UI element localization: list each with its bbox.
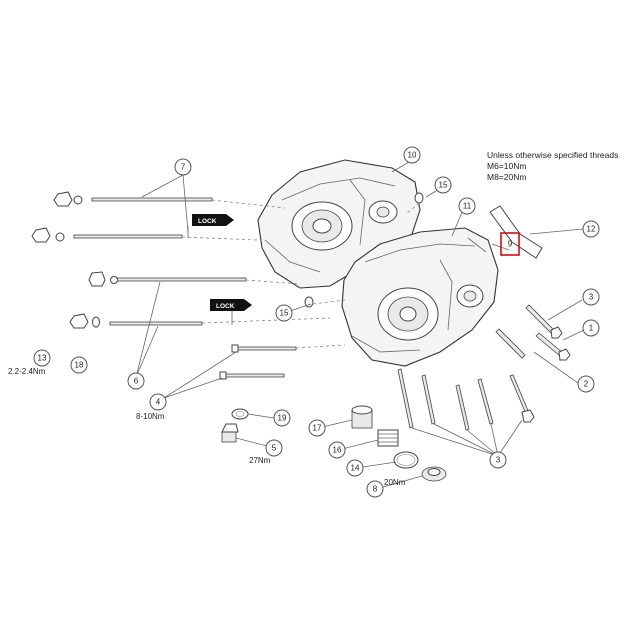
breather-hose-12 [489,205,543,259]
callout-19: 19 [273,409,291,427]
svg-text:15: 15 [280,309,289,318]
svg-text:16: 16 [333,446,342,455]
torque-note-line-2: M6=10Nm [487,161,527,171]
svg-text:3: 3 [496,456,501,465]
dowel-15-upper [405,192,424,215]
svg-text:5: 5 [272,444,277,453]
svg-text:8: 8 [373,485,378,494]
svg-text:13: 13 [38,354,47,363]
hose-clip-9 [467,237,487,253]
callout-2: 2 [577,375,595,393]
torque-label-8: 20Nm [384,478,406,487]
bolt-6-upper [88,271,301,287]
torque-note-line-3: M8=20Nm [487,172,527,182]
svg-text:2: 2 [584,380,589,389]
torque-note-line-1: Unless otherwise specified threads [487,150,619,160]
svg-text:10: 10 [408,151,417,160]
callout-9: 9 [500,232,520,256]
callout-14: 14 [346,459,364,477]
lock-tag-lower: LOCK [210,299,252,325]
washer-18 [92,316,100,328]
callout-5: 5 [265,439,283,457]
right-crankcase-half [341,227,499,367]
callout-9-label: 9 [508,240,513,249]
spring-16 [377,429,399,447]
svg-text:15: 15 [439,181,448,190]
lock-label-lower: LOCK [216,303,235,310]
callout-3-upper: 3 [582,288,600,306]
callout-6: 6 [127,372,145,390]
torque-label-13: 2.2-2.4Nm [8,367,46,376]
callout-3-lower: 3 [489,451,507,469]
plug-bolt-5 [221,423,239,443]
callout-16: 16 [328,441,346,459]
dowel-15-lower [304,296,346,308]
callout-15-upper: 15 [434,176,452,194]
svg-text:14: 14 [351,464,360,473]
callout-10: 10 [403,146,421,164]
torque-note: Unless otherwise specified threads M6=10… [487,150,618,183]
svg-text:7: 7 [181,163,186,172]
bolts-4 [219,344,346,380]
long-stud-lower [31,227,259,243]
callout-15-lower: 15 [275,304,293,322]
torque-label-4: 8-10Nm [136,412,165,421]
svg-text:12: 12 [587,225,596,234]
svg-text:1: 1 [589,324,594,333]
lock-tag-upper: LOCK [187,214,234,238]
svg-text:6: 6 [134,377,139,386]
callout-8: 8 [366,480,384,498]
right-bolts [397,304,571,431]
drain-screen-17 [351,405,373,429]
callout-13: 13 [33,349,51,367]
svg-text:4: 4 [156,398,161,407]
washer-19 [231,408,249,420]
svg-text:11: 11 [463,202,472,211]
leader-lines [135,161,585,490]
o-ring-14 [393,451,419,469]
callout-18: 18 [70,356,88,374]
svg-text:3: 3 [589,293,594,302]
callout-7: 7 [174,158,192,176]
torque-label-5: 27Nm [249,456,271,465]
svg-text:18: 18 [75,361,84,370]
drain-plug-8 [421,466,447,482]
callout-17: 17 [308,419,326,437]
bolt-13 [69,313,89,329]
svg-text:19: 19 [278,414,287,423]
callout-12: 12 [582,220,600,238]
callout-4: 4 [149,393,167,411]
callout-11: 11 [458,197,476,215]
lock-label-upper: LOCK [198,218,217,225]
long-stud-upper [53,191,286,209]
svg-text:17: 17 [313,424,322,433]
callout-1: 1 [582,319,600,337]
bolt-6-lower [109,317,331,326]
